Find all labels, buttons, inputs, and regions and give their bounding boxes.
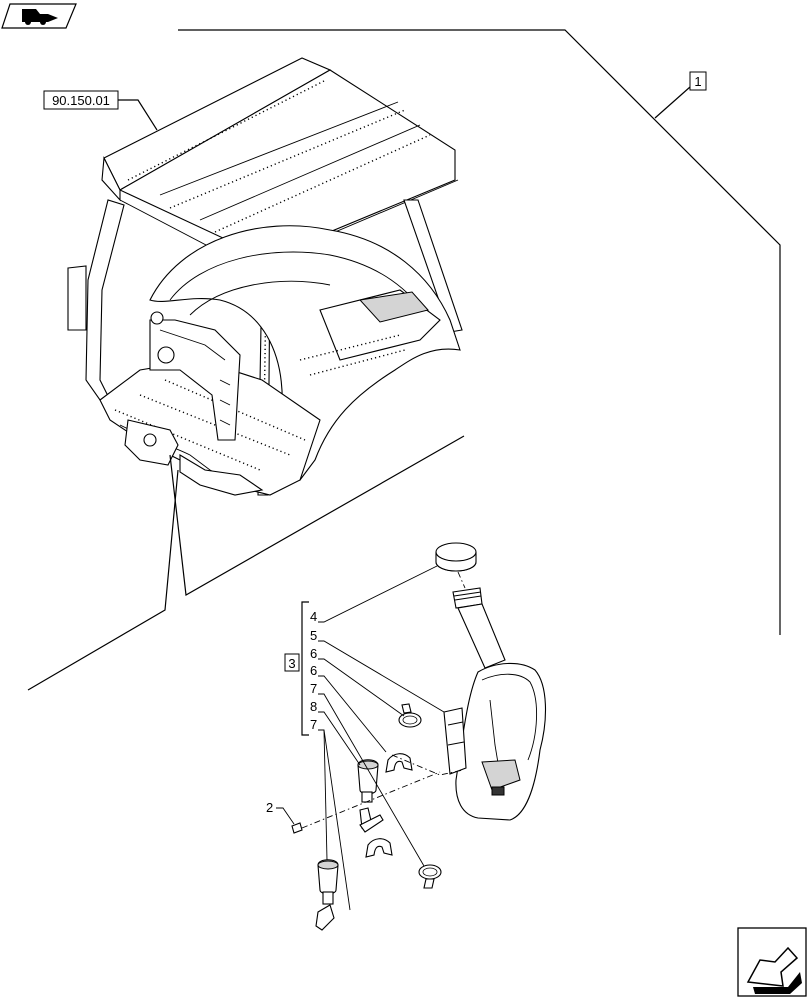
vehicle-navigation-icon[interactable] bbox=[1, 3, 77, 29]
cab-ref-box[interactable]: 90.150.01 bbox=[43, 90, 158, 131]
level-sensor bbox=[357, 759, 384, 833]
level-sensor-lower bbox=[315, 859, 339, 931]
clip-lower bbox=[365, 838, 393, 858]
group-ref-label: 1 bbox=[694, 74, 701, 89]
cab-illustration bbox=[67, 57, 463, 496]
callout-8: 8 bbox=[310, 699, 317, 714]
group-ref-box[interactable]: 1 bbox=[654, 71, 707, 119]
pin-part bbox=[291, 822, 303, 834]
filler-assembly bbox=[435, 542, 546, 821]
next-page-arrow-icon[interactable] bbox=[737, 927, 807, 997]
callout-bracket: 3 bbox=[284, 601, 309, 736]
hose-clamp-upper bbox=[398, 703, 422, 728]
callout-7b: 7 bbox=[310, 717, 317, 732]
kit-ref-label: 3 bbox=[288, 656, 295, 671]
callout-7a: 7 bbox=[310, 681, 317, 696]
filler-cap bbox=[435, 542, 477, 572]
hose-clamp-lower bbox=[418, 864, 442, 889]
callout-6a: 6 bbox=[310, 646, 317, 661]
clip-upper bbox=[385, 753, 413, 773]
break-line-lower bbox=[27, 469, 179, 691]
callout-2: 2 bbox=[266, 800, 273, 815]
cab-ref-label: 90.150.01 bbox=[52, 93, 110, 108]
callout-4: 4 bbox=[310, 609, 317, 624]
callout-5: 5 bbox=[310, 628, 317, 643]
callout-6b: 6 bbox=[310, 663, 317, 678]
group-leader-line bbox=[178, 29, 781, 635]
